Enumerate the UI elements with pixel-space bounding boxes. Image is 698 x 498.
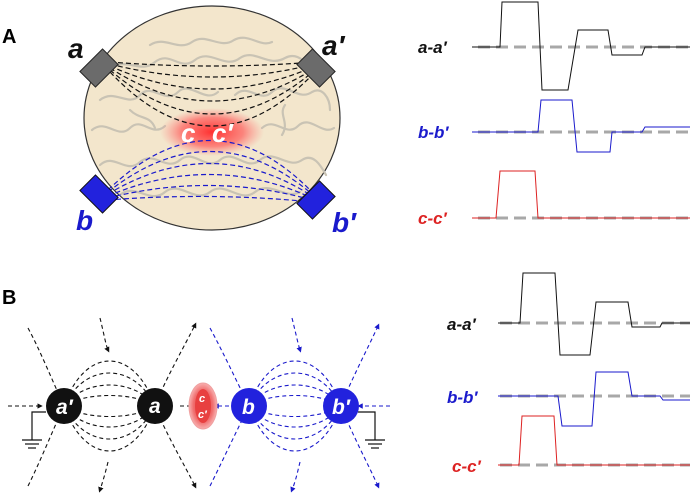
node-label-c: c (199, 393, 205, 405)
electrode-b-prime (296, 180, 336, 220)
trace-a-cc: c-c′ (418, 170, 690, 228)
waveform (472, 99, 690, 153)
trace-b-bb: b-b′ (447, 371, 690, 427)
field-lines-bb (107, 140, 313, 203)
trace-a-aa: a-a′ (418, 1, 690, 91)
electrode-b (79, 174, 119, 214)
node-c-core (195, 389, 211, 423)
waveform (472, 1, 690, 91)
node-label-b-prime: b′ (332, 396, 351, 419)
node-a (137, 388, 173, 424)
node-label-a-prime: a′ (56, 396, 74, 419)
trace-label-bb: b-b′ (447, 388, 478, 407)
ground-right (358, 411, 385, 449)
trace-label-aa: a-a′ (447, 315, 477, 334)
label-a: a (68, 33, 84, 64)
trace-b-aa: a-a′ (447, 272, 690, 356)
trace-a-bb: b-b′ (418, 99, 690, 153)
panel-label-b: B (2, 287, 16, 309)
waveform (498, 272, 690, 356)
electrode-a-prime (296, 48, 336, 88)
brain-gyri (90, 36, 336, 198)
trace-label-cc: c-c′ (418, 209, 448, 228)
trace-b-cc: c-c′ (452, 415, 690, 476)
label-b: b (76, 205, 93, 236)
node-label-c-prime: c′ (198, 409, 208, 421)
electrode-a (79, 48, 119, 88)
waveform (472, 170, 690, 219)
node-label-a: a (149, 395, 161, 418)
ground-left (22, 411, 46, 449)
node-label-b: b (242, 396, 255, 419)
label-b-prime: b′ (332, 207, 357, 238)
node-a-prime (46, 388, 82, 424)
field-lines-aa (109, 61, 316, 127)
trace-label-bb: b-b′ (418, 123, 449, 142)
waveform (498, 371, 690, 427)
waveform (498, 415, 690, 466)
brain-head (83, 5, 341, 231)
node-b (231, 388, 267, 424)
trace-label-aa: a-a′ (418, 38, 448, 57)
label-c: c (181, 118, 196, 148)
node-b-prime (323, 388, 359, 424)
trace-label-cc: c-c′ (452, 457, 482, 476)
label-c-prime: c′ (212, 118, 234, 148)
panel-label-a: A (2, 26, 16, 48)
label-a-prime: a′ (322, 30, 346, 61)
